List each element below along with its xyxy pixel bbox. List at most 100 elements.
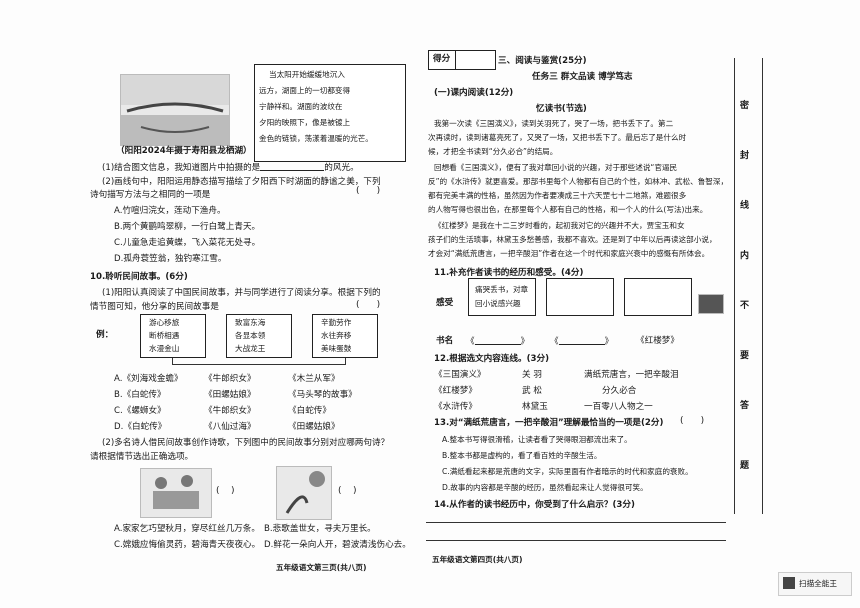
answer-line[interactable] — [426, 522, 726, 523]
q2-option: A.竹喧归浣女，莲动下渔舟。 — [114, 206, 226, 216]
sidebar-char: 不 — [740, 301, 750, 311]
q11-text: 11.补充作者读书的经历和感受。(4分) — [434, 268, 584, 278]
q13-option: C.满纸看起来都是荒唐的文字，实际里面有作者暗示的时代和家庭的衰败。 — [442, 467, 693, 476]
q12-mid-item[interactable]: 林黛玉 — [522, 402, 548, 412]
q12-left-item[interactable]: 《三国演义》 — [434, 370, 486, 380]
feel-box-3[interactable] — [624, 278, 692, 316]
qr-code-icon — [783, 577, 795, 589]
passage-line: 次再读时，读到诸葛亮死了，又哭了一场，又把书丢下了。最后忘了是什么时 — [428, 133, 687, 142]
q10-1-text-2: 情节图可知，他分享的民间故事是 — [90, 302, 219, 312]
poem-line: 金色的链锁，荡漾着温暖的光芒。 — [259, 134, 373, 143]
poem-box: 当太阳开始缓缓地沉入 远方，湖面上的一切都变得 宁静祥和。湖面的波纹在 夕阳的映… — [254, 64, 406, 162]
answer-paren[interactable]: ( ) — [680, 416, 705, 426]
weaver-girl-illustration-image — [140, 468, 212, 518]
q13-option: B.整本书都是虚构的，看了看百姓的辛酸生活。 — [442, 451, 602, 460]
feel-label: 感受 — [436, 298, 454, 308]
q12-left-item[interactable]: 《水浒传》 — [434, 402, 477, 412]
q12-mid-item[interactable]: 关 羽 — [522, 370, 542, 380]
sidebar-char: 题 — [740, 461, 750, 471]
section-title: 三、阅读与鉴赏(25分) — [498, 56, 587, 66]
q12-text: 12.根据选文内容连线。(3分) — [434, 354, 549, 364]
sidebar-char: 密 — [740, 101, 750, 111]
page-footer: 五年级语文第四页(共八页) — [432, 555, 523, 564]
answer-paren[interactable]: ( ) — [356, 186, 381, 196]
passage-line: 才会对“满纸荒唐言，一把辛酸泪”作者在这一个时代和家庭兴衰中的感慨有所体会。 — [428, 249, 710, 258]
q10-option-a: A.《刘海戏金蟾》 — [114, 374, 183, 384]
q10-2-option-b: B.悲歌盖世女，寻夫万里长。 — [264, 524, 376, 534]
answer-paren[interactable]: ( ) — [216, 486, 235, 496]
q10-2-text-2: 请根据情节选出正确选项。 — [90, 452, 194, 462]
passage-line: 我第一次读《三国演义》，读到关羽死了，哭了一场，把书丢下了。第二 — [434, 119, 674, 128]
q10-title: 10.聆听民间故事。(6分) — [90, 272, 188, 282]
q10-2-option-a: A.家家乞巧望秋月，穿尽红丝几万条。 — [114, 524, 260, 534]
story-box-3: 辛勤劳作 水往奔移 美味蛋鼓 — [312, 314, 378, 358]
q12-right-item[interactable]: 一百零八人物之一 — [584, 402, 653, 412]
passage-line: 候，才把全书读到“分久必合”的结局。 — [428, 147, 558, 156]
moon-icon — [285, 471, 325, 514]
sidebar-char: 内 — [740, 251, 750, 261]
q10-option-b: B.《白蛇传》 — [114, 390, 166, 400]
passage-line: 都有完美丰满的性格，虽然因为作者要凑成三十六天罡七十二地煞，难题很多 — [428, 191, 687, 200]
passage-line: 反”的《水浒传》就更喜爱。那部书里每个人物都有自己的个性，如林冲、武松、鲁智深， — [428, 177, 729, 186]
passage-line: 回想看《三国演义》，便有了我对章回小说的兴趣，对于那些述说“官逼民 — [434, 163, 678, 172]
bracket-connector — [172, 358, 346, 365]
q10-2-option-d: D.鲜花一朵向人开，碧波清浅伤心去。 — [264, 540, 411, 550]
sidebar-char: 封 — [740, 151, 750, 161]
q12-right-item[interactable]: 满纸荒唐言，一把辛酸泪 — [584, 370, 679, 380]
q14-text: 14.从作者的读书经历中，你受到了什么启示？(3分) — [434, 500, 635, 510]
q2-text-2: 诗句描写方法与之相同的一项是 — [90, 190, 211, 200]
photo-caption: （阳阳2024年摄于寿阳县龙栖湖） — [116, 146, 252, 156]
answer-line[interactable] — [426, 540, 726, 541]
score-label: 得分 — [433, 54, 451, 64]
poem-line: 夕阳的映照下，像是被镀上 — [259, 118, 351, 127]
book-last: 《红楼梦》 — [636, 336, 679, 346]
q10-option-d: D.《白蛇传》 — [114, 422, 167, 432]
passage-title: 忆读书(节选) — [536, 104, 587, 114]
sidebar-char: 要 — [740, 351, 750, 361]
answer-paren[interactable]: ( ) — [338, 486, 357, 496]
example-label: 例： — [96, 330, 114, 340]
boat-icon — [121, 75, 229, 145]
story-box-2: 致富东海 各显本领 大战龙王 — [226, 314, 292, 358]
chang-e-illustration-image — [276, 466, 332, 520]
q12-left-item[interactable]: 《红楼梦》 — [434, 386, 477, 396]
q13-option: D.故事的内容都是辛酸的经历，虽然看起来让人觉得很可笑。 — [442, 483, 648, 492]
book-label: 书名 — [436, 336, 454, 346]
sidebar-char: 答 — [740, 401, 750, 411]
sidebar-char: 线 — [740, 201, 750, 211]
q10-2-text: (2)多名诗人借民间故事创作诗歌，下列图中的民间故事分别对应哪两句诗？ — [102, 438, 390, 448]
book-blank-2[interactable]: 《》 — [550, 337, 614, 347]
score-box[interactable]: 得分 — [428, 50, 496, 70]
q2-text: (2)画线句中，阳阳运用静态描写描绘了夕阳西下时湖面的静谧之美，下列 — [102, 177, 381, 187]
q13-text: 13.对“满纸荒唐言，一把辛酸泪”理解最恰当的一项是(2分) — [434, 418, 664, 428]
feel-box-2[interactable] — [546, 278, 614, 316]
feel-box-1: 痛哭丢书，对章 回小说感兴趣 — [468, 278, 536, 316]
passage-line: 的人物写得也很出色，在那里每个人都有自己的性格，和一个人的什么(写法)出来。 — [428, 205, 708, 214]
lake-photo-image — [120, 74, 230, 146]
poem-line: 远方，湖面上的一切都变得 — [259, 86, 351, 95]
q2-option: B.两个黄鹂鸣翠柳，一行白鹭上青天。 — [114, 222, 261, 232]
right-page: 得分 三、阅读与鉴赏(25分) 任务三 群文品读 博学笃志 (一)课内阅读(12… — [426, 34, 729, 586]
q12-right-item[interactable]: 分久必合 — [602, 386, 637, 396]
q2-option: D.孤舟蓑笠翁，独钓寒江雪。 — [114, 254, 227, 264]
passage-line: 孩子们的生活琐事，林黛玉多愁善感，我都不喜欢。还是到了中年以后再读这部小说， — [428, 235, 717, 244]
q2-option: C.儿童急走追黄蝶，飞入菜花无处寻。 — [114, 238, 261, 248]
answer-blank[interactable] — [260, 162, 325, 171]
q10-2-option-c: C.嫦娥应悔偷灵药，碧海青天夜夜心。 — [114, 540, 261, 550]
task-title: 任务三 群文品读 博学笃志 — [532, 72, 633, 82]
sub-title: (一)课内阅读(12分) — [434, 88, 514, 98]
story-box-1: 游心移旅 断桥相遇 水漫金山 — [140, 314, 206, 358]
books-icon — [698, 294, 724, 314]
q10-1-text: (1)阳阳认真阅读了中国民间故事，并与同学进行了阅读分享。根据下列的 — [102, 288, 381, 298]
q10-option-c: C.《螺蛳女》 — [114, 406, 166, 416]
answer-paren[interactable]: ( ) — [356, 300, 381, 310]
page-footer: 五年级语文第三页(共八页) — [276, 563, 367, 572]
book-blank-1[interactable]: 《》 — [466, 337, 530, 347]
q1-text: (1)结合图文信息，我知道图片中拍摄的是的风光。 — [102, 162, 359, 173]
figures-icon — [153, 475, 199, 509]
seal-line-sidebar: 密 封 线 内 不 要 答 题 — [732, 58, 766, 514]
passage-line: 《红楼梦》是我在十二三岁时看的，起初我对它的兴趣并不大，贾宝玉和女 — [434, 221, 685, 230]
q13-option: A.整本书写得很滑稽，让读者看了哭得眼泪都流出来了。 — [442, 435, 632, 444]
q12-mid-item[interactable]: 武 松 — [522, 386, 542, 396]
scanner-watermark: 扫描全能王 — [778, 572, 852, 596]
